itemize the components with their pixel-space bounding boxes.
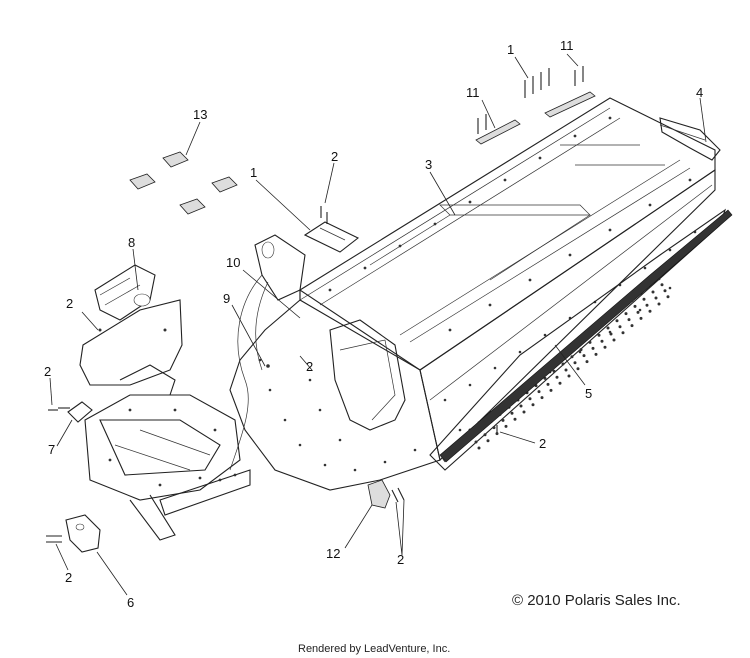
callout-2-lower-left: 2 [65,570,72,585]
callout-11-top: 11 [560,38,574,53]
callout-2-bottom: 2 [397,552,404,567]
callout-9: 9 [223,291,230,306]
callout-4: 4 [696,85,703,100]
callout-labels: 1 11 11 4 13 2 1 3 8 2 10 9 2 5 2 7 2 12… [44,38,703,610]
callout-3: 3 [425,157,432,172]
leader-lines [49,53,707,596]
lower-bracket [46,514,101,553]
callout-13: 13 [193,107,207,122]
callout-7: 7 [48,442,55,457]
cable-routing [229,274,269,471]
running-board-strip [439,209,733,463]
tunnel-strap-right [544,91,596,118]
steering-bracket [303,206,360,253]
copyright-text: © 2010 Polaris Sales Inc. [512,592,681,609]
screw-small [48,364,498,433]
cable-clip [58,401,93,423]
front-bulkhead-plate [79,264,183,386]
callout-11-mid: 11 [466,85,480,100]
callout-2-left: 2 [66,296,73,311]
skid-bracket [367,479,405,509]
nerf-plates [129,151,238,215]
front-frame [84,364,251,541]
chassis-tunnel [229,97,716,491]
bolt-group-top [477,66,584,134]
callout-1-top: 1 [507,42,514,57]
callout-8: 8 [128,235,135,250]
tunnel-strap-left [475,119,521,145]
rear-bumper [659,117,721,161]
callout-2-side: 2 [44,364,51,379]
callout-6: 6 [127,595,134,610]
callout-1-left: 1 [250,165,257,180]
callout-5: 5 [585,386,592,401]
callout-12: 12 [326,546,340,561]
callout-2-top: 2 [331,149,338,164]
callout-2-mid: 2 [306,359,313,374]
footer-text: Rendered by LeadVenture, Inc. [298,643,450,655]
callout-2-right: 2 [539,436,546,451]
callout-10: 10 [226,255,240,270]
